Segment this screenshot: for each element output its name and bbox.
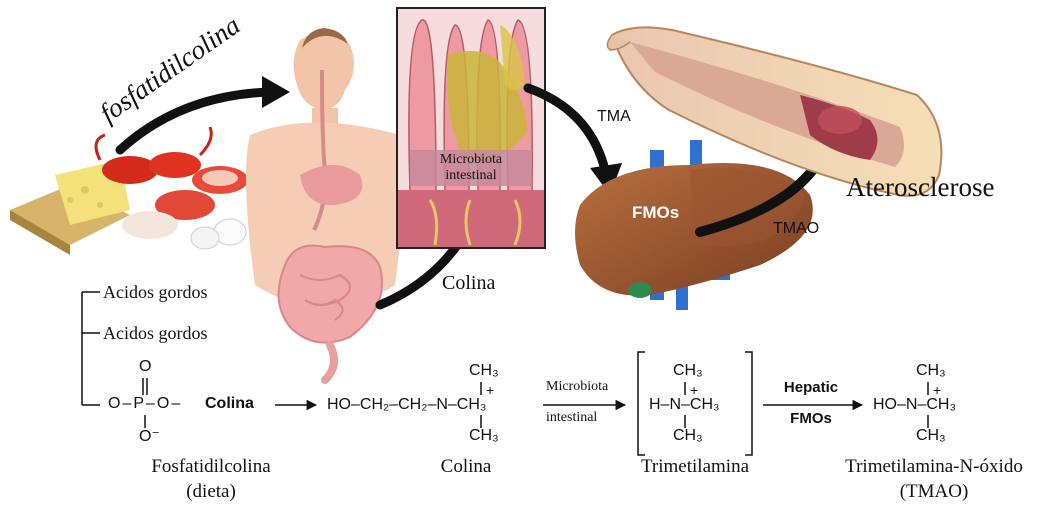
tma-top-methyl: CH₃	[673, 362, 703, 380]
tmao-top-methyl: CH₃	[916, 362, 946, 380]
phosphate-group: O–P–O–	[108, 395, 182, 413]
fmos-liver-label: FMOs	[632, 203, 679, 223]
step1-label-line1: Microbiota	[546, 379, 608, 395]
microbiota-box-label-line1: Microbiota	[440, 152, 502, 168]
tma-bottom-methyl: CH₃	[673, 427, 703, 445]
compound-name-phosphatidylcholine: Fosfatidilcolina	[151, 456, 270, 478]
microbiota-box-label-line2: intestinal	[445, 168, 496, 184]
tma-formula: H–N–CH₃	[649, 396, 720, 414]
compound-name-tmao-abbrev: (TMAO)	[900, 481, 969, 503]
fatty-acid-1: Acidos gordos	[103, 282, 208, 303]
choline-arrow-label: Colina	[442, 272, 495, 295]
choline-top-methyl: CH₃	[469, 362, 499, 380]
tmao-label: TMAO	[773, 220, 819, 238]
intake-arrow-head	[262, 76, 290, 108]
step2-label-line1: Hepatic	[784, 379, 838, 396]
compound-name-tmao: Trimetilamina-N-óxido	[845, 456, 1023, 478]
phosphate-bottom-oxygen: O⁻	[139, 426, 160, 446]
tma-label: TMA	[597, 108, 631, 126]
step2-label-line2: FMOs	[790, 410, 832, 427]
compound-name-tma: Trimetilamina	[641, 456, 749, 478]
intestinal-villi-panel	[397, 8, 545, 248]
phosphate-top-oxygen: O	[139, 358, 151, 376]
glycerol-backbone	[82, 292, 100, 405]
tmao-formula: HO–N–CH₃	[873, 396, 956, 414]
compound-name-phosphatidylcholine-diet: (dieta)	[186, 481, 236, 503]
tmao-bottom-methyl: CH₃	[916, 427, 946, 445]
choline-charge: +	[486, 382, 494, 398]
choline-formula: HO–CH₂–CH₂–N–CH₃	[327, 396, 486, 414]
fatty-acid-2: Acidos gordos	[103, 323, 208, 344]
atherosclerosis-label: Aterosclerose	[846, 172, 994, 203]
phosphate-choline: Colina	[205, 395, 254, 413]
choline-bottom-methyl: CH₃	[469, 427, 499, 445]
step1-label-line2: intestinal	[546, 410, 597, 426]
compound-name-choline: Colina	[441, 456, 492, 478]
